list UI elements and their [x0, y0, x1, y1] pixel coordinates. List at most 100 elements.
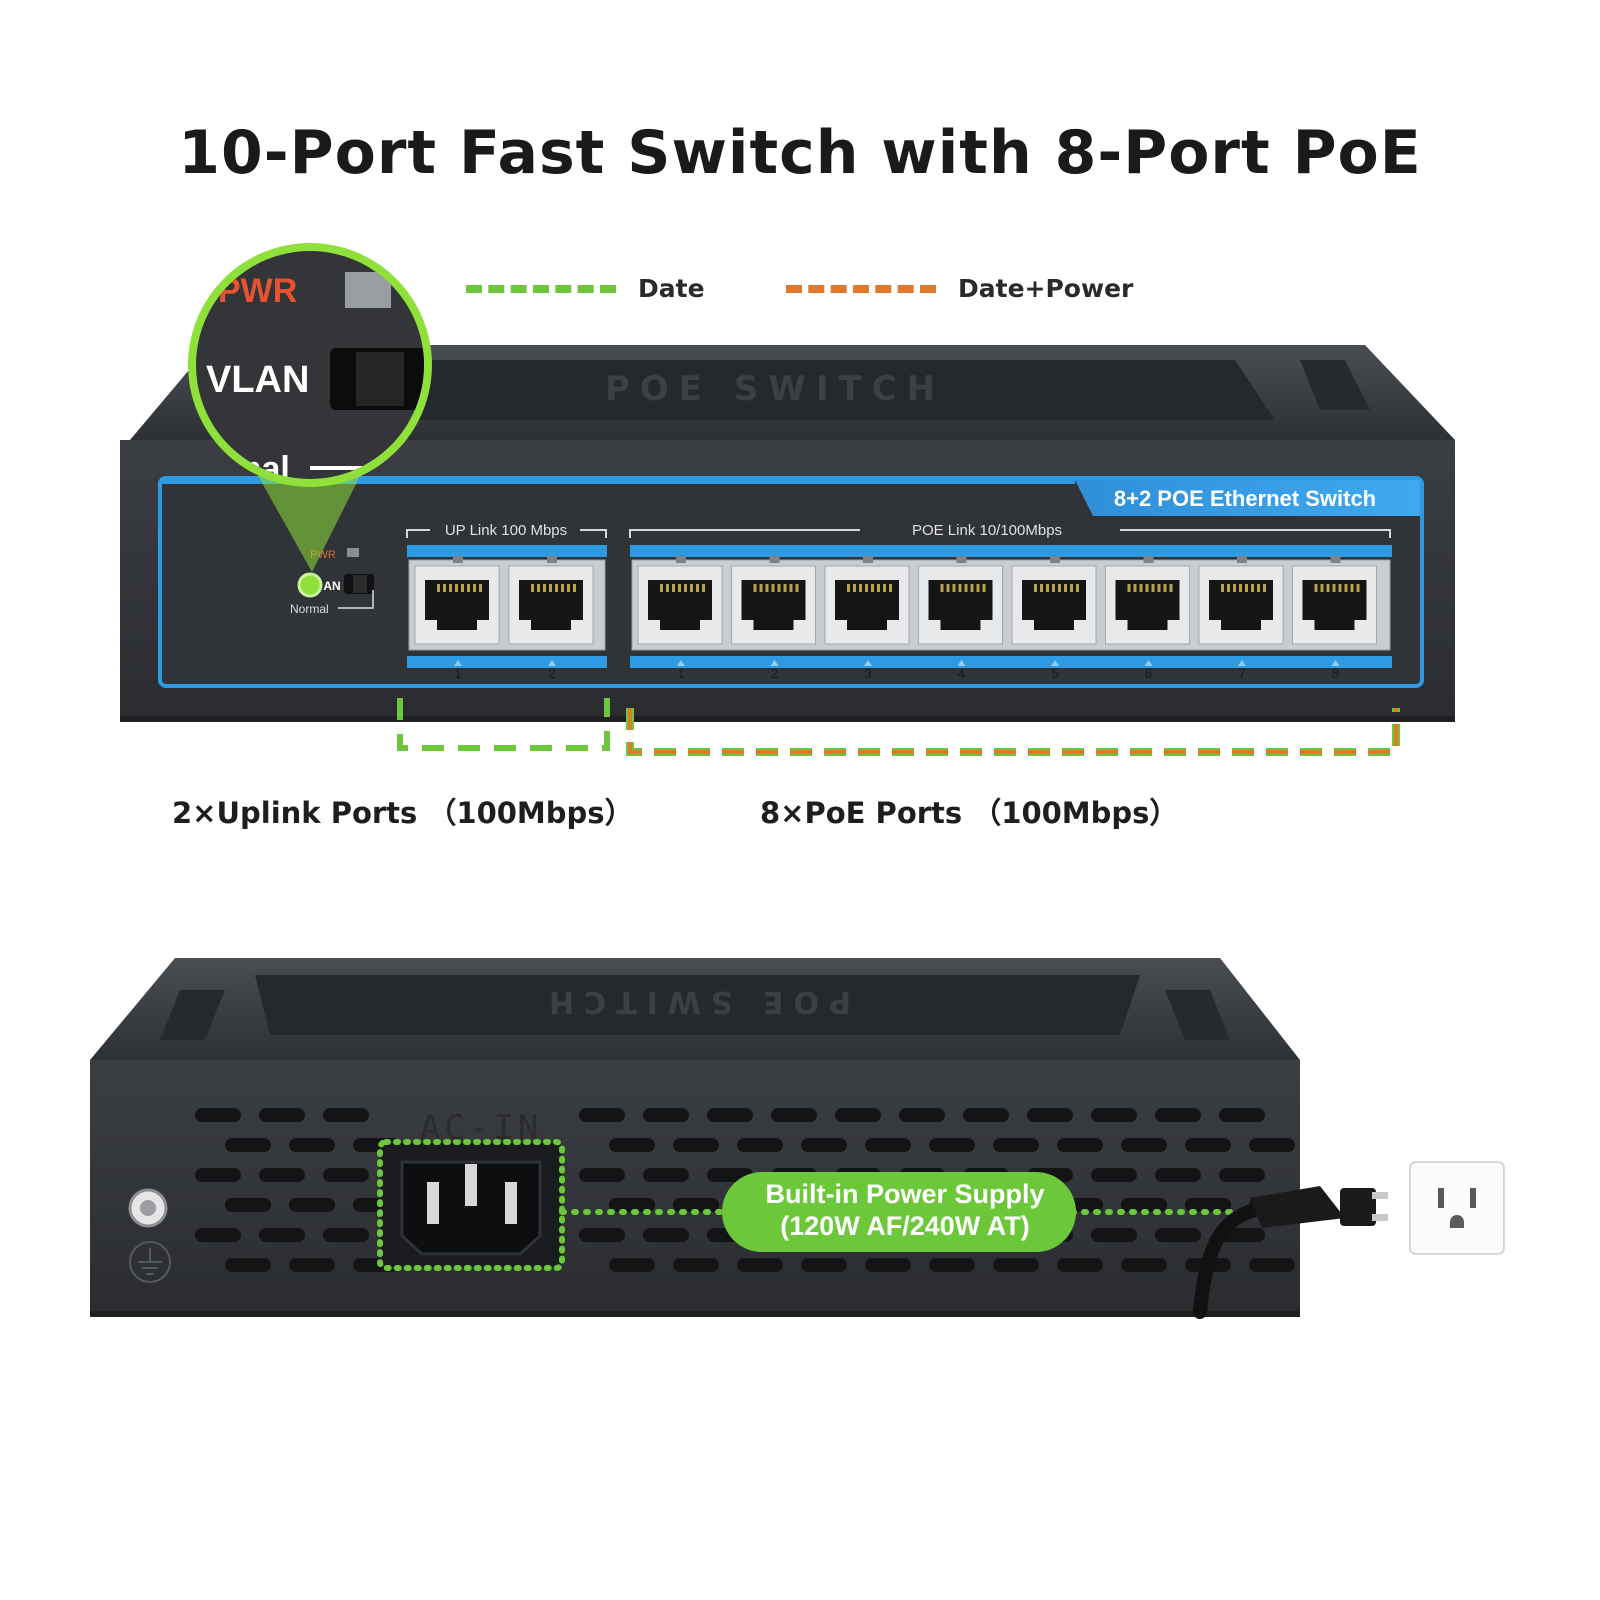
vent-slot — [323, 1228, 369, 1242]
vent-slot — [195, 1108, 241, 1122]
vent-slot — [1155, 1108, 1201, 1122]
poe-port-1-number: 1 — [677, 666, 684, 681]
vent-slot — [899, 1108, 945, 1122]
front-lid-text: POE SWITCH — [605, 369, 945, 409]
uplink-bracket — [397, 698, 610, 751]
vent-slot — [1185, 1138, 1231, 1152]
legend-data-power: Date+Power — [786, 274, 1133, 303]
poe-bracket-orange — [628, 708, 1398, 754]
legend-data-line — [466, 284, 616, 293]
poe-port-2-number: 2 — [771, 666, 778, 681]
power-supply-line1: Built-in Power Supply — [765, 1179, 1045, 1209]
vent-slot — [1091, 1108, 1137, 1122]
poe-port-3[interactable] — [824, 565, 910, 645]
vent-slot — [289, 1258, 335, 1272]
vent-slot — [225, 1138, 271, 1152]
vent-slot — [579, 1228, 625, 1242]
zoom-vlan-label: VLAN — [206, 359, 309, 401]
poe-port-6[interactable] — [1105, 565, 1190, 645]
uplink-port-2-number: 2 — [548, 666, 555, 681]
vent-slot — [1185, 1198, 1231, 1212]
vent-slot — [707, 1108, 753, 1122]
vent-slot — [195, 1228, 241, 1242]
legend-power-label: Date+Power — [958, 274, 1134, 303]
power-cable — [1193, 1203, 1262, 1319]
uplink-caption: 2×Uplink Ports （100Mbps） — [172, 796, 634, 830]
front-banner-text: 8+2 POE Ethernet Switch — [1114, 486, 1376, 511]
vent-slot — [1249, 1258, 1295, 1272]
vent-slot — [673, 1258, 719, 1272]
vent-slot — [323, 1108, 369, 1122]
vent-slot — [1057, 1258, 1103, 1272]
vent-slot — [835, 1108, 881, 1122]
vent-slot — [673, 1198, 719, 1212]
vent-slot — [1121, 1138, 1167, 1152]
vent-slot — [609, 1258, 655, 1272]
legend-data-label: Date — [638, 274, 705, 303]
vent-slot — [1121, 1258, 1167, 1272]
uplink-port-1-number: 1 — [454, 666, 461, 681]
vent-slot — [1219, 1108, 1265, 1122]
vent-slot — [737, 1138, 783, 1152]
vent-slot — [737, 1258, 783, 1272]
vent-slot — [929, 1138, 975, 1152]
vent-slot — [579, 1108, 625, 1122]
front-switch: POE SWITCH 8+2 POE Ethernet Switch UP Li… — [120, 243, 1455, 756]
power-supply-badge — [722, 1172, 1076, 1252]
uplink-header: UP Link 100 Mbps — [445, 522, 567, 539]
uplink-port-1[interactable] — [414, 565, 500, 645]
poe-header: POE Link 10/100Mbps — [912, 522, 1062, 539]
vent-slot — [579, 1168, 625, 1182]
vent-slot — [1091, 1228, 1137, 1242]
poe-port-4-number: 4 — [958, 666, 965, 681]
power-supply-line2: (120W AF/240W AT) — [780, 1211, 1030, 1241]
poe-port-5-number: 5 — [1051, 666, 1058, 681]
page-title: 10-Port Fast Switch with 8-Port PoE — [178, 118, 1422, 188]
vent-slot — [643, 1108, 689, 1122]
vent-slot — [1091, 1168, 1137, 1182]
power-plug — [1340, 1188, 1376, 1226]
poe-port-5[interactable] — [1011, 565, 1097, 645]
poe-port-6-number: 6 — [1145, 666, 1152, 681]
vent-slot — [865, 1258, 911, 1272]
legend-data: Date — [466, 274, 705, 303]
vent-slot — [801, 1138, 847, 1152]
rear-switch: POE SWITCH — [90, 958, 1505, 1319]
vent-slot — [673, 1138, 719, 1152]
vent-slot — [609, 1138, 655, 1152]
poe-port-8-number: 8 — [1332, 666, 1339, 681]
vent-slot — [1057, 1138, 1103, 1152]
vent-slot — [259, 1228, 305, 1242]
svg-text:AN: AN — [323, 579, 340, 593]
front-banner — [1075, 480, 1420, 516]
vent-slot — [1121, 1198, 1167, 1212]
vent-slot — [225, 1258, 271, 1272]
vent-slot — [963, 1108, 1009, 1122]
vent-slot — [259, 1168, 305, 1182]
vent-slot — [1249, 1138, 1295, 1152]
vent-slot — [289, 1138, 335, 1152]
poe-port-7[interactable] — [1198, 565, 1284, 645]
vent-slot — [801, 1258, 847, 1272]
vent-slot — [225, 1198, 271, 1212]
ac-in-label: AC-IN — [420, 1108, 543, 1148]
vent-slot — [865, 1138, 911, 1152]
poe-port-7-number: 7 — [1238, 666, 1245, 681]
vent-slot — [1155, 1228, 1201, 1242]
uplink-port-2[interactable] — [508, 565, 594, 645]
vent-slot — [771, 1108, 817, 1122]
ground-symbol — [129, 1241, 171, 1283]
vent-slot — [259, 1108, 305, 1122]
poe-port-1[interactable] — [637, 565, 723, 645]
vent-slot — [993, 1138, 1039, 1152]
poe-port-4[interactable] — [918, 565, 1003, 645]
legend-power-line — [786, 284, 936, 293]
poe-caption: 8×PoE Ports （100Mbps） — [760, 796, 1179, 830]
poe-port-2[interactable] — [731, 565, 816, 645]
normal-label: Normal — [290, 602, 329, 616]
poe-port-8[interactable] — [1292, 565, 1377, 645]
vent-slot — [609, 1198, 655, 1212]
vent-slot — [1155, 1168, 1201, 1182]
rear-lid-text: POE SWITCH — [539, 984, 851, 1019]
power-supply-text: Built-in Power Supply (120W AF/240W AT) — [735, 1178, 1075, 1242]
